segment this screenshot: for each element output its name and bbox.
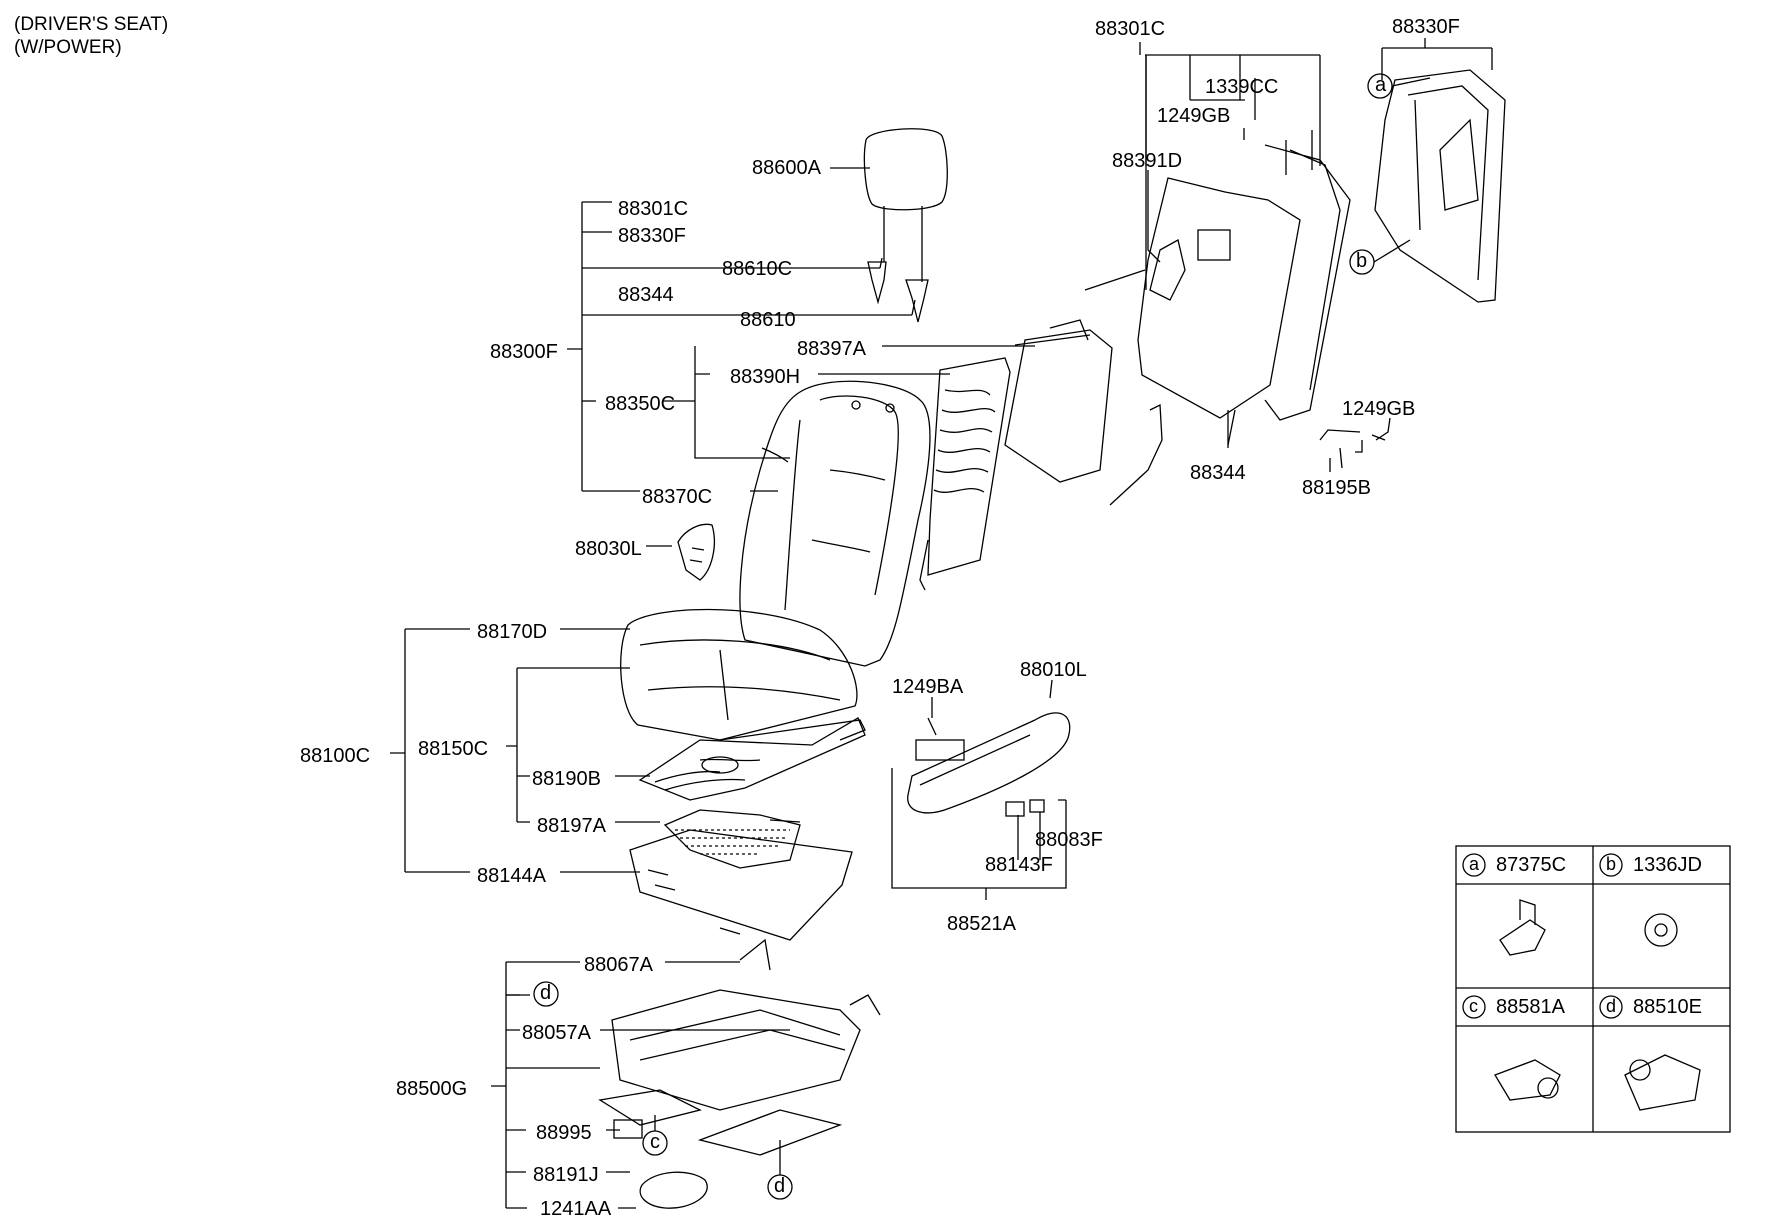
part-label-88370c: 88370C <box>642 486 713 508</box>
part-label-88190b: 88190B <box>532 768 601 790</box>
part-label-88301c-top: 88301C <box>1095 18 1166 40</box>
part-label-88521a: 88521A <box>947 913 1016 935</box>
legend-a-letter: a <box>1469 854 1480 874</box>
legend-a-part: 87375C <box>1496 854 1567 876</box>
part-label-88057a: 88057A <box>522 1022 591 1044</box>
part-label-88344: 88344 <box>618 284 674 306</box>
leader-lines <box>390 38 1493 1209</box>
part-label-88600a: 88600A <box>752 157 821 179</box>
part-label-1249ba: 1249BA <box>892 676 964 698</box>
part-label-88170d: 88170D <box>477 621 548 643</box>
part-label-88010l: 88010L <box>1020 659 1087 681</box>
part-label-88610: 88610 <box>740 309 796 331</box>
seat-pan-sheet-drawing <box>629 829 853 941</box>
part-label-88083f: 88083F <box>1035 829 1103 851</box>
part-label-88100c: 88100C <box>300 745 371 767</box>
part-label-88344-right: 88344 <box>1190 462 1246 484</box>
seatback-frame-drawing <box>1004 128 1386 506</box>
part-label-88195b: 88195B <box>1302 477 1371 499</box>
legend-b-part: 1336JD <box>1633 854 1702 876</box>
part-label-88330f-top: 88330F <box>1392 16 1460 38</box>
part-label-1241aa: 1241AA <box>540 1198 612 1220</box>
part-label-88067a: 88067A <box>584 954 653 976</box>
seatback-panel-drawing <box>1374 69 1506 303</box>
part-label-88144a: 88144A <box>477 865 546 887</box>
part-label-88330f: 88330F <box>618 225 686 247</box>
legend-d-letter: d <box>1606 996 1617 1016</box>
part-label-88390h: 88390H <box>730 366 801 388</box>
callout-circles <box>533 73 1431 1200</box>
legend-c-part: 88581A <box>1496 996 1565 1018</box>
mesh-pad-drawing <box>663 809 801 869</box>
legend-b-letter: b <box>1606 854 1617 874</box>
part-label-1249gb-top: 1249GB <box>1157 105 1231 127</box>
part-label-88301c: 88301C <box>618 198 689 220</box>
side-cover-drawing <box>907 712 1071 817</box>
part-label-1249gb-right: 1249GB <box>1342 398 1416 420</box>
legend-table <box>1455 845 1731 1133</box>
seatback-heater-mat <box>919 357 1011 591</box>
part-label-88397a: 88397A <box>797 338 866 360</box>
part-label-88500g: 88500G <box>396 1078 468 1100</box>
seat-track-drawing <box>598 938 881 1209</box>
part-label-88143f: 88143F <box>985 854 1053 876</box>
callout-a: a <box>1375 74 1387 96</box>
side-trim-drawing <box>677 523 715 581</box>
part-label-88350c: 88350C <box>605 393 676 415</box>
callout-d-lower: d <box>774 1175 786 1197</box>
part-label-88197a: 88197A <box>537 815 606 837</box>
diagram-title-line1: (DRIVER'S SEAT) <box>14 14 169 35</box>
part-label-88191j: 88191J <box>533 1164 599 1186</box>
part-label-88391d: 88391D <box>1112 150 1183 172</box>
diagram-title-line2: (W/POWER) <box>14 37 122 58</box>
headrest-drawing <box>863 128 948 323</box>
part-label-88300f: 88300F <box>490 341 558 363</box>
seat-cushion-drawing <box>620 608 866 741</box>
part-label-1339cc: 1339CC <box>1205 76 1279 98</box>
seatback-cover-drawing <box>739 380 931 667</box>
cushion-heater-drawing <box>638 717 866 801</box>
legend-c-letter: c <box>1469 996 1478 1016</box>
part-label-88610c: 88610C <box>722 258 793 280</box>
part-label-88030l: 88030L <box>575 538 642 560</box>
legend-d-part: 88510E <box>1633 996 1702 1018</box>
part-label-88995: 88995 <box>536 1122 592 1144</box>
callout-d-upper: d <box>540 982 552 1004</box>
callout-c: c <box>650 1131 660 1153</box>
callout-b: b <box>1356 250 1368 272</box>
part-label-88150c: 88150C <box>418 738 489 760</box>
